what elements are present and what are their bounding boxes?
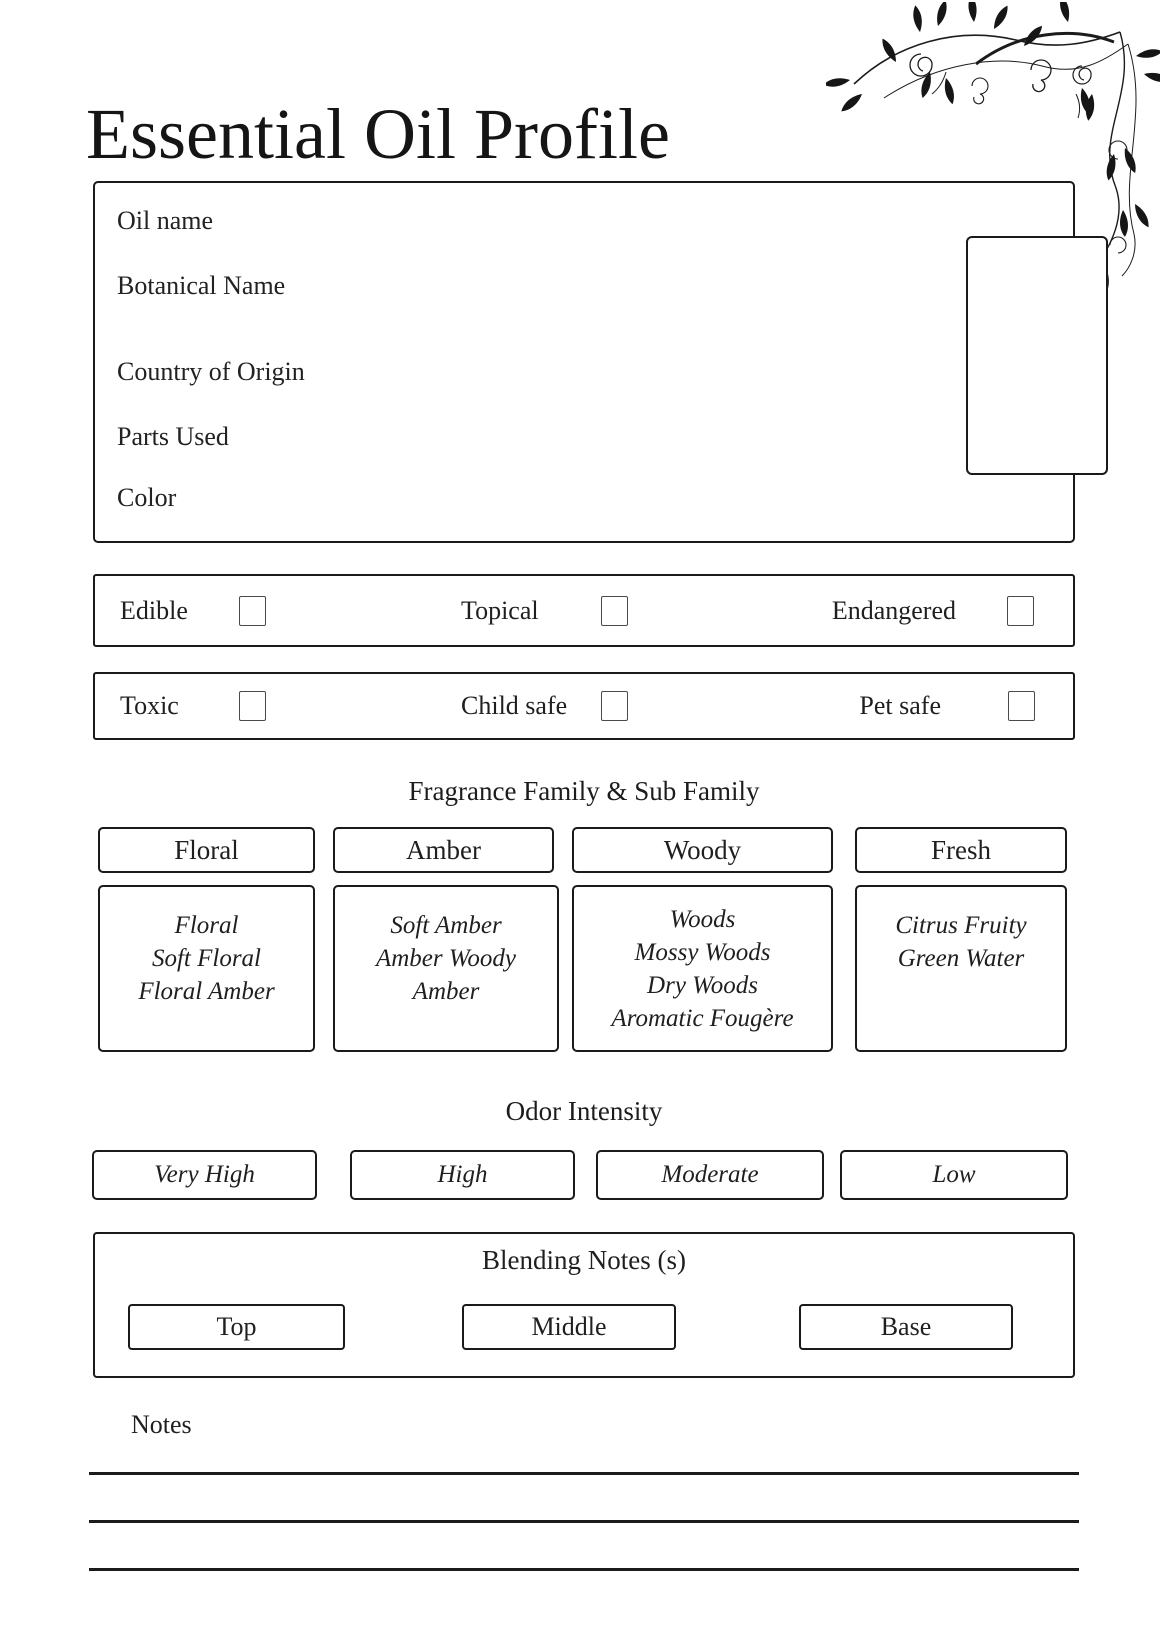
sub-item[interactable]: Amber Woody [375,945,517,972]
child-safe-checkbox[interactable] [601,691,628,721]
family-fresh-subs: Citrus Fruity Green Water [855,885,1067,1052]
topical-checkbox[interactable] [601,595,628,626]
sub-item[interactable]: Dry Woods [647,972,758,999]
odor-high-box[interactable]: High [350,1150,575,1200]
parts-used-value[interactable] [243,420,933,454]
topical-label: Topical [461,595,539,625]
pet-safe-checkbox[interactable] [1008,691,1035,721]
family-woody-box[interactable]: Woody [572,827,833,873]
family-fresh-box[interactable]: Fresh [855,827,1067,873]
sub-item[interactable]: Soft Floral [151,945,262,972]
base-note-box[interactable]: Base [799,1304,1013,1350]
floral-vine-flourish-icon [826,2,1160,288]
sub-item[interactable]: Floral [174,912,239,939]
sub-item[interactable]: Green Water [897,945,1025,972]
toxic-checkbox[interactable] [239,691,266,721]
odor-low-box[interactable]: Low [840,1150,1068,1200]
sub-item[interactable]: Woods [669,906,736,933]
family-floral-box[interactable]: Floral [98,827,315,873]
odor-section-heading: Odor Intensity [505,1096,663,1126]
country-of-origin-field: Country of Origin [117,355,933,389]
endangered-label: Endangered [831,595,956,625]
notes-line[interactable] [89,1520,1079,1523]
notes-line[interactable] [89,1472,1079,1475]
blending-notes-box: Blending Notes (s) Top Middle Base [93,1232,1075,1378]
sub-item[interactable]: Aromatic Fougère [611,1005,794,1032]
botanical-name-field: Botanical Name [117,269,933,303]
botanical-name-label: Botanical Name [117,271,286,300]
family-floral-subs: Floral Soft Floral Floral Amber [98,885,315,1052]
middle-note-box[interactable]: Middle [462,1304,676,1350]
parts-used-label: Parts Used [117,422,229,451]
oil-name-field: Oil name [117,204,933,238]
sub-item[interactable]: Soft Amber [390,912,502,939]
sub-item[interactable]: Mossy Woods [634,939,771,966]
safety-row-1: Edible Topical Endangered [93,574,1075,647]
oil-info-box: Oil name Botanical Name Country of Origi… [93,181,1075,543]
endangered-checkbox[interactable] [1007,595,1034,626]
parts-used-field: Parts Used [117,420,933,454]
color-field: Color [117,481,933,515]
toxic-label: Toxic [120,691,179,720]
color-label: Color [117,483,177,512]
fragrance-section-heading: Fragrance Family & Sub Family [408,776,760,806]
family-woody-subs: Woods Mossy Woods Dry Woods Aromatic Fou… [572,885,833,1052]
sub-item[interactable]: Floral Amber [138,978,275,1005]
country-of-origin-value[interactable] [319,355,933,389]
edible-label: Edible [120,595,188,625]
oil-name-label: Oil name [117,206,214,235]
blending-notes-heading: Blending Notes (s) [482,1245,686,1275]
color-value[interactable] [190,481,933,515]
child-safe-label: Child safe [461,691,568,720]
notes-line[interactable] [89,1568,1079,1571]
safety-row-2: Toxic Child safe Pet safe [93,672,1075,740]
sub-item[interactable]: Amber [412,978,480,1005]
photo-placeholder[interactable] [966,236,1108,475]
odor-very-high-box[interactable]: Very High [92,1150,317,1200]
sub-item[interactable]: Citrus Fruity [895,912,1027,939]
pet-safe-label: Pet safe [859,691,941,720]
family-amber-subs: Soft Amber Amber Woody Amber [333,885,559,1052]
odor-moderate-box[interactable]: Moderate [596,1150,824,1200]
notes-label: Notes [131,1410,192,1439]
top-note-box[interactable]: Top [128,1304,345,1350]
page-title: Essential Oil Profile [86,94,670,174]
edible-checkbox[interactable] [239,595,266,626]
country-of-origin-label: Country of Origin [117,357,305,386]
family-amber-box[interactable]: Amber [333,827,554,873]
